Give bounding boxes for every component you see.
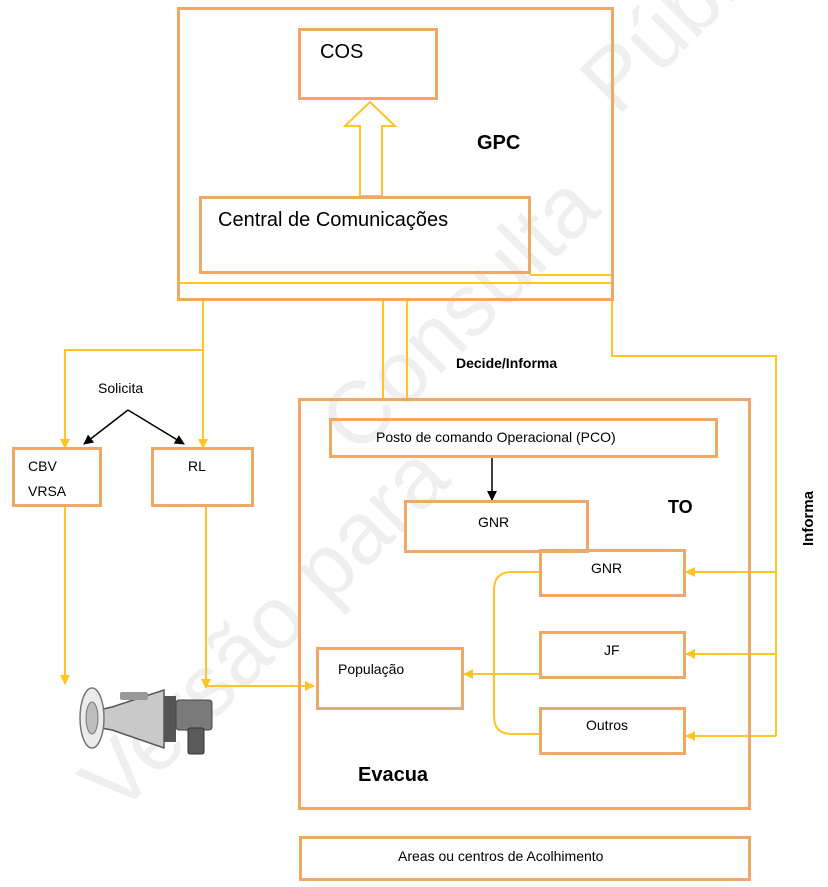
cos-box xyxy=(298,28,438,100)
jf-box xyxy=(539,631,686,679)
vrsa-label: VRSA xyxy=(28,483,67,499)
gnr-right-label: GNR xyxy=(591,560,623,576)
cbv-label: CBV xyxy=(28,458,57,474)
solicita-label: Solicita xyxy=(98,380,144,396)
evacua-label: Evacua xyxy=(358,764,429,786)
to-label: TO xyxy=(668,497,693,517)
to-box xyxy=(298,398,751,810)
informa-label: Informa xyxy=(800,490,817,546)
acolhimento-label: Areas ou centros de Acolhimento xyxy=(398,848,604,864)
gnr-top-box xyxy=(404,500,589,553)
outros-box xyxy=(539,707,686,755)
gpc-label: GPC xyxy=(477,132,521,154)
informa-line xyxy=(611,275,777,736)
populacao-box xyxy=(316,647,464,710)
gnr-right-box xyxy=(539,549,686,597)
gpc-box xyxy=(177,7,614,301)
cos-label: COS xyxy=(320,41,364,63)
hollow-up-arrow xyxy=(342,100,398,197)
megaphone-icon xyxy=(79,687,213,755)
solicita-arrow-cbv xyxy=(83,409,129,445)
cbv-box xyxy=(12,447,102,507)
rl-label: RL xyxy=(188,458,206,474)
gnr-top-label: GNR xyxy=(478,514,510,530)
pco-label: Posto de comando Operacional (PCO) xyxy=(376,429,616,445)
central-comunicacoes-box xyxy=(199,196,531,274)
populacao-label: População xyxy=(338,661,405,677)
solicita-arrow-rl xyxy=(127,409,185,445)
acolhimento-box xyxy=(299,836,751,881)
outros-label: Outros xyxy=(586,717,629,733)
central-comunicacoes-label: Central de Comunicações xyxy=(218,209,449,231)
decide-informa-label: Decide/Informa xyxy=(456,355,558,371)
rl-box xyxy=(151,447,254,507)
feed-to-cbv xyxy=(60,300,204,449)
agents-bracket xyxy=(493,571,540,735)
pco-box xyxy=(329,418,718,458)
jf-label: JF xyxy=(604,642,620,658)
